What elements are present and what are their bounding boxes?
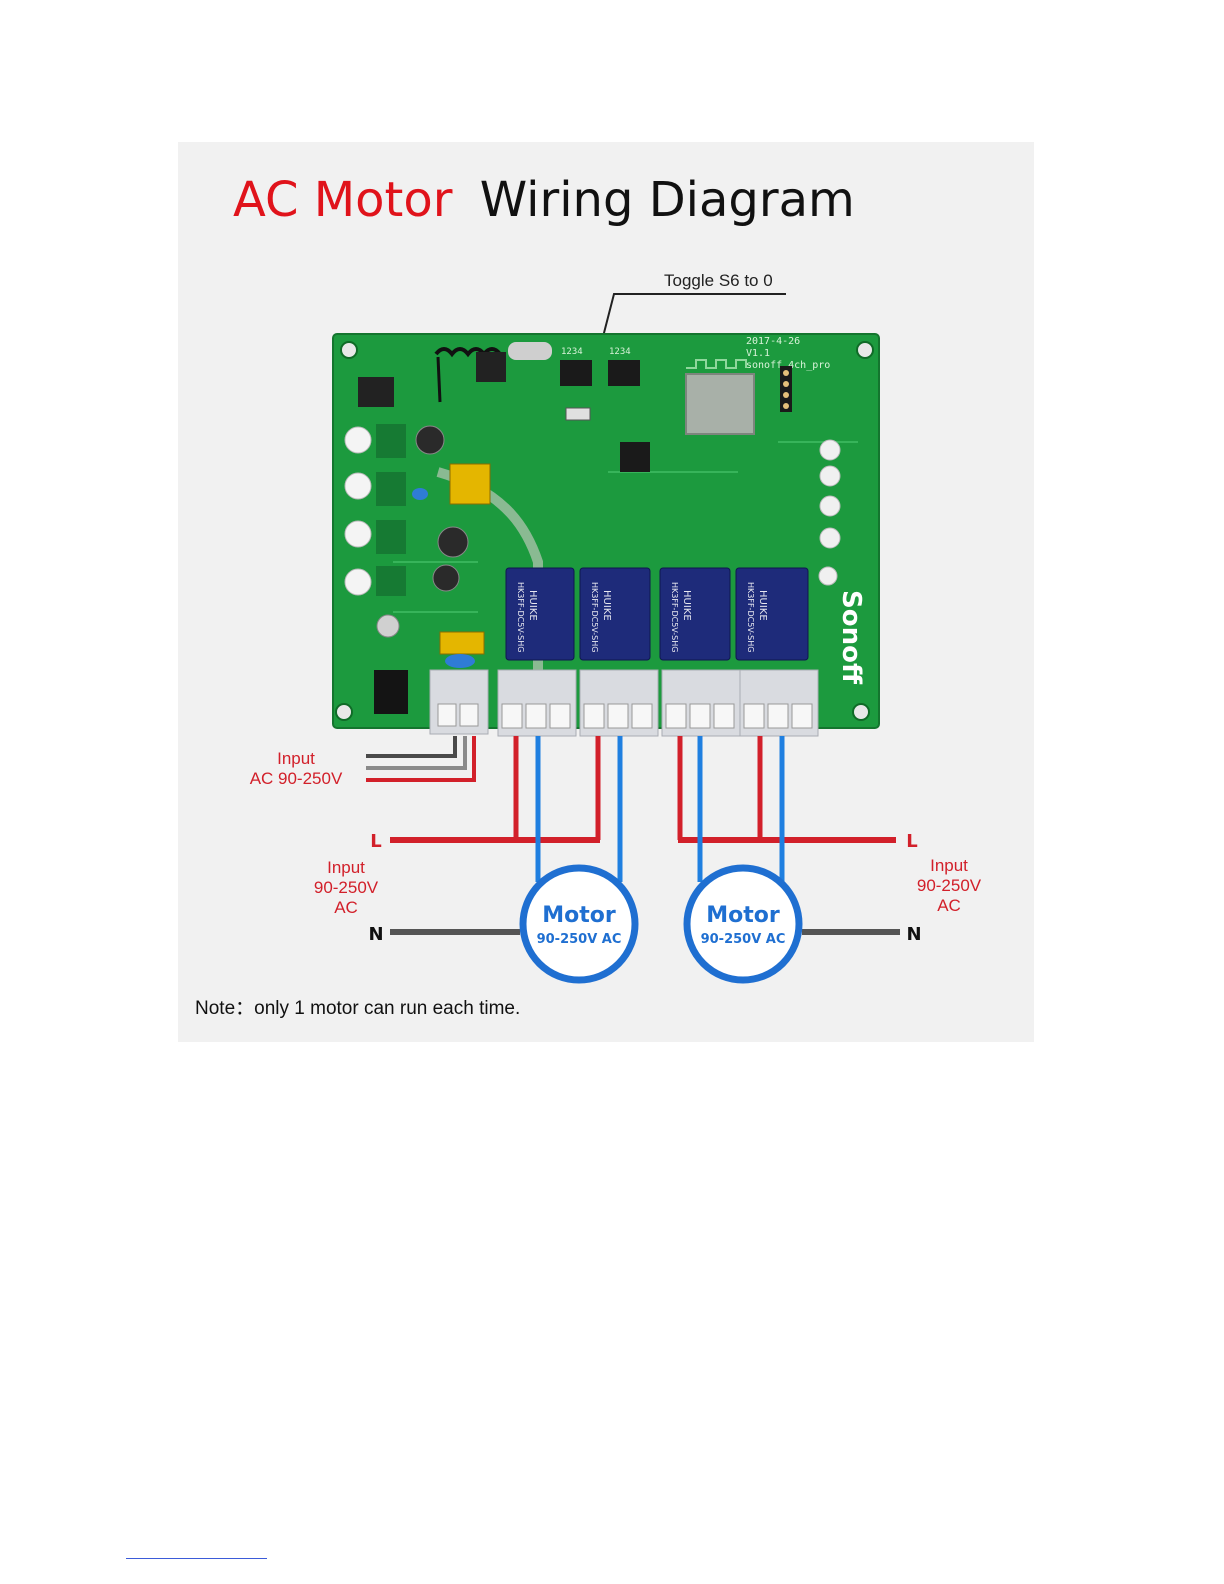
silkscreen-date: 2017-4-26: [746, 336, 800, 347]
left-input-label-line1: Input: [327, 858, 365, 877]
dip-label-2: 1234: [609, 347, 631, 357]
label-L-left: L: [370, 831, 381, 852]
input-top-label-line2: AC 90-250V: [250, 769, 343, 788]
label-L-right: L: [906, 831, 917, 852]
relay-model: HK3FF-DC5V-SHG: [516, 582, 525, 652]
relay-model: HK3FF-DC5V-SHG: [670, 582, 679, 652]
mounting-hole: [853, 704, 869, 720]
motor-1: Motor 90-250V AC: [523, 868, 635, 980]
motor-1-name: Motor: [542, 903, 616, 928]
button-white: [345, 473, 371, 499]
right-input-label-line1: Input: [930, 856, 968, 875]
terminal-block-relay-1: [498, 670, 576, 736]
input-top-label-line1: Input: [277, 749, 315, 768]
relay-1: HUIKE HK3FF-DC5V-SHG: [506, 568, 574, 660]
input-power-wires: [366, 736, 474, 780]
microcontroller-chip: [620, 442, 650, 472]
callout-toggle-s6: Toggle S6 to 0: [664, 271, 773, 290]
relay-brand: HUIKE: [601, 590, 612, 621]
mounting-hole: [857, 342, 873, 358]
dip-switch-1: [560, 360, 592, 386]
terminal-block-relay-2: [580, 670, 658, 736]
button-white: [345, 569, 371, 595]
motor-2-rating: 90-250V AC: [701, 932, 786, 947]
right-input-label-line3: AC: [937, 896, 961, 915]
capacitor: [377, 615, 399, 637]
relay-model: HK3FF-DC5V-SHG: [590, 582, 599, 652]
terminal-block-relay-3: [662, 670, 740, 736]
varistor: [445, 654, 475, 668]
motor-2: Motor 90-250V AC: [687, 868, 799, 980]
y-capacitor: [412, 488, 428, 500]
diagram-title: AC Motor Wiring Diagram: [233, 172, 855, 228]
button-white: [345, 521, 371, 547]
crystal-oscillator: [508, 342, 552, 360]
dc-jack: [374, 670, 408, 714]
label-N-left: N: [368, 924, 383, 945]
dip-switch-2: [608, 360, 640, 386]
terminal-block-power: [430, 670, 488, 734]
silkscreen-version: V1.1: [746, 348, 770, 359]
relay-model: HK3FF-DC5V-SHG: [746, 582, 755, 652]
footnote-separator: [126, 1558, 267, 1559]
note-text: Note：only 1 motor can run each time.: [195, 998, 520, 1019]
label-N-right: N: [906, 924, 921, 945]
x-capacitor: [440, 632, 484, 654]
relay-3: HUIKE HK3FF-DC5V-SHG: [660, 568, 730, 660]
relay-4: HUIKE HK3FF-DC5V-SHG: [736, 568, 808, 660]
relay-2: HUIKE HK3FF-DC5V-SHG: [580, 568, 650, 660]
ic-chip: [358, 377, 394, 407]
transformer: [450, 464, 490, 504]
right-input-label-line2: 90-250V: [917, 876, 982, 895]
left-input-label-line2: 90-250V: [314, 878, 379, 897]
motor-2-name: Motor: [706, 903, 780, 928]
left-input-label-line3: AC: [334, 898, 358, 917]
pcb-board: 1234 1234 2017-4-26 V1.1 sonoff_4ch_pro: [333, 334, 879, 736]
header-pins: [780, 366, 792, 412]
s6-switch: [566, 408, 590, 420]
capacitor: [438, 527, 468, 557]
board-brand: Sonoff: [836, 590, 866, 685]
mounting-hole: [336, 704, 352, 720]
wiring-diagram-svg: AC Motor Wiring Diagram Toggle S6 to 0 1…: [178, 142, 1034, 1042]
capacitor: [433, 565, 459, 591]
motor-wires: [538, 736, 782, 882]
button-white: [345, 427, 371, 453]
title-wiring-diagram: Wiring Diagram: [480, 172, 855, 228]
motor-1-rating: 90-250V AC: [537, 932, 622, 947]
mounting-hole: [341, 342, 357, 358]
wifi-module: [686, 374, 754, 434]
relay-brand: HUIKE: [681, 590, 692, 621]
relay-brand: HUIKE: [527, 590, 538, 621]
title-ac-motor: AC Motor: [233, 172, 453, 228]
pcb-substrate: [333, 334, 879, 728]
dip-label-1: 1234: [561, 347, 583, 357]
relay-brand: HUIKE: [757, 590, 768, 621]
capacitor: [416, 426, 444, 454]
terminal-block-relay-4: [740, 670, 818, 736]
wiring-diagram-figure: AC Motor Wiring Diagram Toggle S6 to 0 1…: [178, 142, 1034, 1042]
ic-chip: [476, 352, 506, 382]
